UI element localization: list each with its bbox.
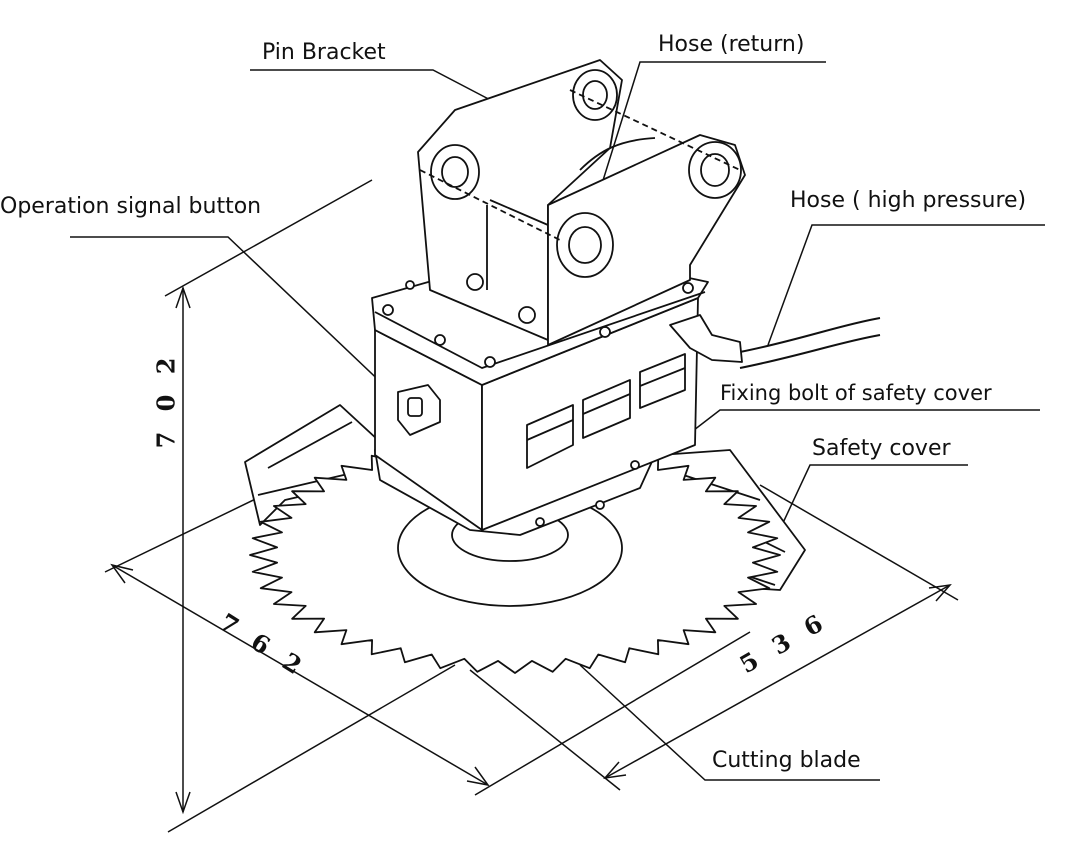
- leader-lines: [70, 61, 1045, 781]
- pin-bracket-center-rib: [486, 199, 549, 290]
- dim-height-arrow-top: [175, 285, 191, 309]
- dimension-height: 7 0 2: [151, 351, 181, 449]
- label-cutting-blade: Cutting blade: [712, 748, 861, 773]
- dim-width-ext-right: [759, 484, 959, 601]
- body-window-lines: [526, 367, 686, 441]
- label-hose-high-pressure: Hose ( high pressure): [790, 188, 1027, 213]
- top-plate-bolts: [382, 280, 694, 368]
- body-window-2: [582, 379, 631, 439]
- body-window-1: [526, 404, 574, 469]
- leader-operation-button: [70, 236, 411, 411]
- dim-length-arrow-left: [110, 563, 134, 584]
- body-top-plate-edge: [374, 291, 706, 369]
- leader-hose-high: [767, 224, 1045, 346]
- leader-safety-cover: [774, 464, 968, 541]
- operation-signal-button-knob: [407, 397, 423, 417]
- bracket-bolts: [466, 273, 536, 324]
- dim-length-arrow-right: [466, 766, 490, 787]
- dim-width-line: [604, 584, 951, 779]
- dim-height-ext-top: [164, 179, 373, 297]
- label-pin-bracket: Pin Bracket: [262, 40, 386, 65]
- label-safety-cover: Safety cover: [812, 436, 951, 461]
- dimension-lines: [104, 179, 959, 833]
- label-fixing-bolt: Fixing bolt of safety cover: [720, 381, 992, 405]
- leader-pin-bracket: [250, 69, 501, 106]
- pin-holes: [430, 69, 742, 278]
- dim-height-arrow-bottom: [175, 791, 191, 815]
- hose-return-pipe: [579, 137, 656, 171]
- dim-width-ext-left: [469, 669, 621, 791]
- hose-high-pressure-pipe: [739, 317, 881, 369]
- dim-length-line: [111, 564, 489, 786]
- label-operation-signal-button: Operation signal button: [0, 194, 262, 219]
- label-hose-return: Hose (return): [658, 32, 805, 57]
- pin-axis-lines: [419, 89, 741, 241]
- base-bolts: [535, 460, 640, 527]
- leader-cutting-blade: [579, 664, 880, 781]
- hose-fitting: [669, 314, 743, 363]
- machine: [244, 59, 881, 674]
- body-window-3: [639, 353, 686, 409]
- dim-length-ext-right: [474, 631, 751, 796]
- dim-height-ext-bottom: [167, 664, 456, 833]
